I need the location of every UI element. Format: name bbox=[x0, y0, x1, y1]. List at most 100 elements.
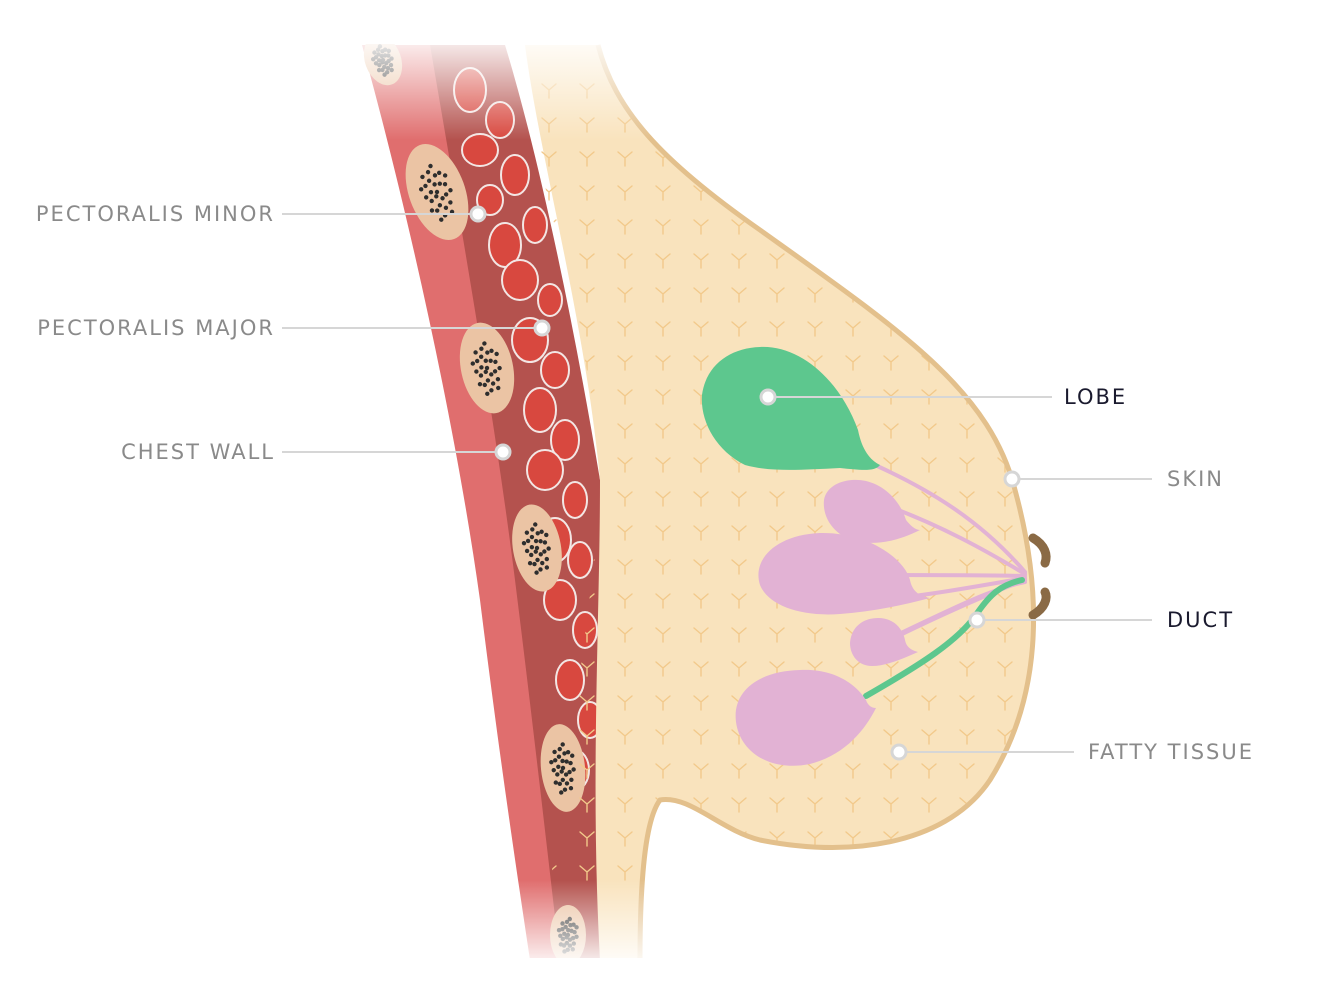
fat-mark bbox=[883, 661, 899, 677]
fat-mark bbox=[617, 797, 633, 813]
fat-mark bbox=[845, 151, 861, 167]
duct-upper-1 bbox=[873, 463, 1027, 574]
fat-mark bbox=[807, 83, 823, 99]
muscle-cell bbox=[522, 206, 548, 244]
fat-mark bbox=[579, 865, 595, 881]
chest-wall-band bbox=[362, 45, 575, 960]
breast bbox=[525, 44, 1050, 961]
fat-mark bbox=[655, 219, 671, 235]
leader-lines bbox=[282, 213, 1152, 753]
fat-mark bbox=[1036, 798, 1050, 812]
fat-mark bbox=[655, 457, 671, 473]
fat-mark bbox=[883, 763, 899, 779]
fat-mark bbox=[807, 865, 823, 881]
rib bbox=[540, 724, 586, 812]
fat-mark bbox=[959, 185, 975, 201]
fat-mark bbox=[693, 729, 709, 745]
fat-mark bbox=[617, 355, 633, 371]
fat-mark bbox=[1036, 730, 1050, 744]
fat-mark bbox=[883, 287, 899, 303]
fat-mark bbox=[883, 423, 899, 439]
fat-mark bbox=[731, 525, 747, 541]
fat-mark bbox=[731, 117, 747, 133]
fat-mark bbox=[959, 865, 975, 881]
fat-mark bbox=[997, 287, 1013, 303]
fat-mark bbox=[959, 559, 975, 575]
fat-mark bbox=[769, 253, 785, 269]
fat-mark bbox=[617, 185, 633, 201]
breast-outline bbox=[525, 45, 1034, 960]
fat-mark bbox=[959, 729, 975, 745]
label-skin: SKIN bbox=[1167, 467, 1225, 491]
muscle-cell bbox=[555, 659, 585, 701]
fat-mark bbox=[693, 219, 709, 235]
fat-mark bbox=[807, 321, 823, 337]
fat-mark bbox=[883, 83, 899, 99]
fat-mark bbox=[845, 253, 861, 269]
muscle-cell bbox=[488, 222, 522, 268]
fat-mark bbox=[845, 185, 861, 201]
fat-mark bbox=[731, 627, 747, 643]
fat-mark bbox=[655, 491, 671, 507]
fat-mark bbox=[1036, 764, 1050, 778]
fat-mark bbox=[959, 661, 975, 677]
fat-mark bbox=[997, 253, 1013, 269]
fat-mark bbox=[731, 763, 747, 779]
fat-mark bbox=[959, 423, 975, 439]
fat-mark bbox=[769, 287, 785, 303]
fat-mark bbox=[655, 423, 671, 439]
fat-mark bbox=[997, 151, 1013, 167]
fat-mark bbox=[731, 593, 747, 609]
fat-mark bbox=[921, 457, 937, 473]
nipple-upper bbox=[1028, 533, 1051, 568]
fat-mark bbox=[883, 729, 899, 745]
fat-mark bbox=[807, 627, 823, 643]
marker-duct bbox=[968, 611, 986, 629]
fat-mark bbox=[883, 253, 899, 269]
fat-mark bbox=[617, 321, 633, 337]
fat-mark bbox=[693, 695, 709, 711]
label-duct: DUCT bbox=[1167, 608, 1235, 632]
fat-mark bbox=[997, 83, 1013, 99]
fat-mark bbox=[883, 865, 899, 881]
fat-mark bbox=[845, 117, 861, 133]
rib bbox=[405, 144, 469, 240]
fat-mark bbox=[959, 457, 975, 473]
fat-mark bbox=[731, 83, 747, 99]
fat-mark bbox=[693, 423, 709, 439]
fat-mark bbox=[769, 83, 785, 99]
fat-mark bbox=[807, 797, 823, 813]
muscle-cell bbox=[501, 259, 539, 301]
fat-mark bbox=[1036, 424, 1050, 438]
fat-mark bbox=[617, 423, 633, 439]
nipple-lower bbox=[1028, 587, 1051, 620]
marker-fatty-tissue bbox=[890, 743, 908, 761]
fat-mark bbox=[997, 423, 1013, 439]
fat-mark bbox=[579, 797, 595, 813]
fat-mark bbox=[959, 525, 975, 541]
bottom-edge bbox=[480, 958, 680, 983]
fat-mark bbox=[731, 559, 747, 575]
muscle-cell bbox=[550, 419, 580, 461]
fat-mark bbox=[655, 355, 671, 371]
fat-mark bbox=[997, 491, 1013, 507]
fat-mark bbox=[807, 491, 823, 507]
fat-mark bbox=[997, 525, 1013, 541]
fat-mark bbox=[807, 763, 823, 779]
fat-mark bbox=[997, 695, 1013, 711]
fat-mark bbox=[769, 185, 785, 201]
fat-mark bbox=[1036, 458, 1050, 472]
fat-mark bbox=[693, 117, 709, 133]
fat-mark bbox=[997, 219, 1013, 235]
fat-mark bbox=[769, 797, 785, 813]
fat-mark bbox=[655, 287, 671, 303]
fat-mark bbox=[655, 83, 671, 99]
fat-mark bbox=[921, 627, 937, 643]
fat-mark bbox=[617, 695, 633, 711]
fat-mark bbox=[921, 559, 937, 575]
fat-mark bbox=[617, 559, 633, 575]
fat-mark bbox=[731, 253, 747, 269]
fat-mark bbox=[617, 389, 633, 405]
fat-mark bbox=[655, 593, 671, 609]
